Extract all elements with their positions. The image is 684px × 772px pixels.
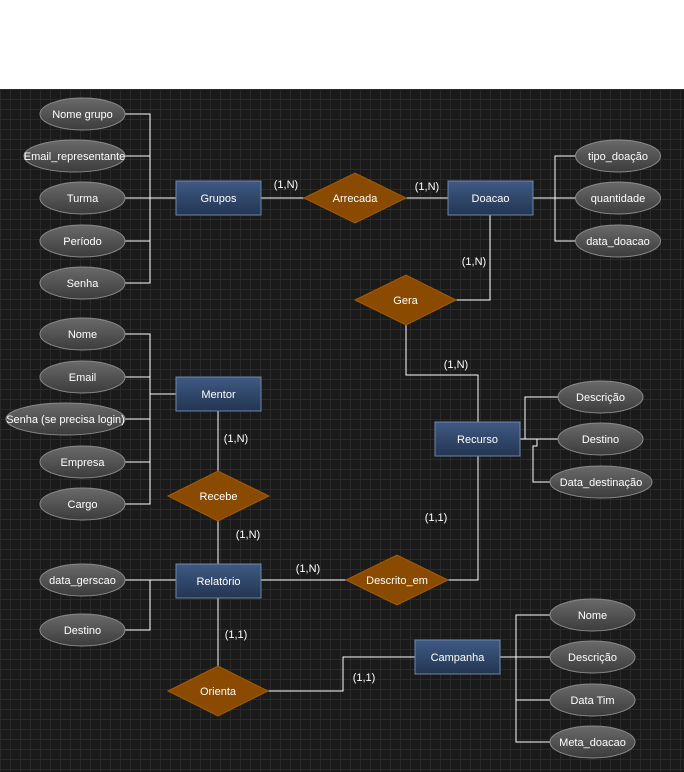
er-diagram: Grupos Doacao Mentor Recurso Relatório C… xyxy=(5,97,661,759)
attribute-label: Data Tim xyxy=(570,695,614,707)
attribute-label: Descrição xyxy=(576,392,625,404)
entity-label: Grupos xyxy=(200,193,237,205)
cardinality-label: (1,N) xyxy=(444,359,468,371)
attribute-label: Email xyxy=(69,372,97,384)
attribute-label: Data_destinação xyxy=(560,477,643,489)
attribute-senha-login[interactable]: Senha (se precisa login) xyxy=(5,402,126,436)
attribute-data-destinacao[interactable]: Data_destinação xyxy=(549,465,653,499)
cardinality-label: (1,N) xyxy=(462,256,486,268)
connector-line xyxy=(448,456,479,581)
attribute-label: Senha (se precisa login) xyxy=(6,414,125,426)
attribute-email[interactable]: Email xyxy=(39,360,126,394)
attribute-nome-campanha[interactable]: Nome xyxy=(549,598,636,632)
connector-line xyxy=(268,656,415,692)
attribute-label: quantidade xyxy=(591,193,645,205)
attribute-label: Destino xyxy=(64,625,101,637)
cardinality-label: (1,N) xyxy=(274,179,298,191)
connector-line xyxy=(456,214,491,301)
attribute-label: Cargo xyxy=(68,499,98,511)
entity-grupos[interactable]: Grupos xyxy=(175,180,262,216)
attribute-label: Empresa xyxy=(60,457,105,469)
attribute-meta-doacao[interactable]: Meta_doacao xyxy=(549,725,636,759)
attribute-empresa[interactable]: Empresa xyxy=(39,445,126,479)
connector-line xyxy=(532,439,550,483)
cardinality-label: (1,N) xyxy=(415,181,439,193)
attribute-turma[interactable]: Turma xyxy=(39,181,126,215)
entity-relatorio[interactable]: Relatório xyxy=(175,563,262,599)
attribute-descricao-campanha[interactable]: Descrição xyxy=(549,640,636,674)
attribute-nome-grupo[interactable]: Nome grupo xyxy=(39,97,126,131)
attribute-label: Descrição xyxy=(568,652,617,664)
relationship-label: Descrito_em xyxy=(366,575,428,587)
connector-line xyxy=(520,396,558,440)
connector-lines xyxy=(125,113,576,743)
connector-line xyxy=(554,155,576,242)
entity-label: Doacao xyxy=(472,193,510,205)
entity-label: Relatório xyxy=(196,576,240,588)
attribute-nome[interactable]: Nome xyxy=(39,317,126,351)
diagram-canvas: Grupos Doacao Mentor Recurso Relatório C… xyxy=(0,89,684,772)
entity-label: Campanha xyxy=(431,652,486,664)
attribute-label: Nome xyxy=(68,329,97,341)
attribute-label: Destino xyxy=(582,434,619,446)
attribute-label: tipo_doação xyxy=(588,151,648,163)
connector-line xyxy=(405,325,479,422)
relationship-label: Recebe xyxy=(200,491,238,503)
connector-line xyxy=(125,579,176,631)
entity-mentor[interactable]: Mentor xyxy=(175,376,262,412)
entity-label: Mentor xyxy=(201,389,236,401)
attribute-data-doacao[interactable]: data_doacao xyxy=(575,224,661,258)
cardinality-label: (1,N) xyxy=(296,563,320,575)
attribute-cargo[interactable]: Cargo xyxy=(39,487,126,521)
cardinality-label: (1,1) xyxy=(425,512,448,524)
relationship-arrecada[interactable]: Arrecada xyxy=(302,172,408,224)
attribute-label: Nome grupo xyxy=(52,109,113,121)
attribute-tipo-doacao[interactable]: tipo_doação xyxy=(575,139,661,173)
attribute-destino[interactable]: Destino xyxy=(557,422,644,456)
cardinality-label: (1,1) xyxy=(225,629,248,641)
cardinality-label: (1,N) xyxy=(236,529,260,541)
relationship-descrito-em[interactable]: Descrito_em xyxy=(344,554,450,606)
connector-line xyxy=(515,614,550,743)
attribute-label: Senha xyxy=(67,278,100,290)
attribute-label: data_gerscao xyxy=(49,575,116,587)
attribute-descricao[interactable]: Descrição xyxy=(557,380,644,414)
attribute-label: Período xyxy=(63,236,102,248)
cardinality-labels: (1,N) (1,N) (1,N) (1,N) (1,N) (1,N) (1,N… xyxy=(224,179,486,684)
entity-campanha[interactable]: Campanha xyxy=(414,639,501,675)
relationship-label: Orienta xyxy=(200,686,237,698)
relationship-label: Arrecada xyxy=(333,193,379,205)
attribute-senha[interactable]: Senha xyxy=(39,266,126,300)
attribute-data-gerscao[interactable]: data_gerscao xyxy=(39,563,126,597)
attribute-label: Meta_doacao xyxy=(559,737,626,749)
entity-recurso[interactable]: Recurso xyxy=(434,421,521,457)
attribute-quantidade[interactable]: quantidade xyxy=(575,181,661,215)
relationship-recebe[interactable]: Recebe xyxy=(166,470,271,522)
attribute-label: Nome xyxy=(578,610,607,622)
attribute-email-representante[interactable]: Email_representante xyxy=(23,139,126,173)
relationship-gera[interactable]: Gera xyxy=(353,274,458,326)
attribute-periodo[interactable]: Período xyxy=(39,224,126,258)
relationship-orienta[interactable]: Orienta xyxy=(166,665,270,717)
attribute-data-tim[interactable]: Data Tim xyxy=(549,683,636,717)
attribute-label: Email_representante xyxy=(24,151,126,163)
attribute-label: data_doacao xyxy=(586,236,650,248)
entity-label: Recurso xyxy=(457,434,498,446)
relationship-label: Gera xyxy=(393,295,418,307)
cardinality-label: (1,1) xyxy=(353,672,376,684)
attribute-label: Turma xyxy=(67,193,99,205)
attribute-destino-relatorio[interactable]: Destino xyxy=(39,613,126,647)
cardinality-label: (1,N) xyxy=(224,433,248,445)
entity-doacao[interactable]: Doacao xyxy=(447,180,534,216)
